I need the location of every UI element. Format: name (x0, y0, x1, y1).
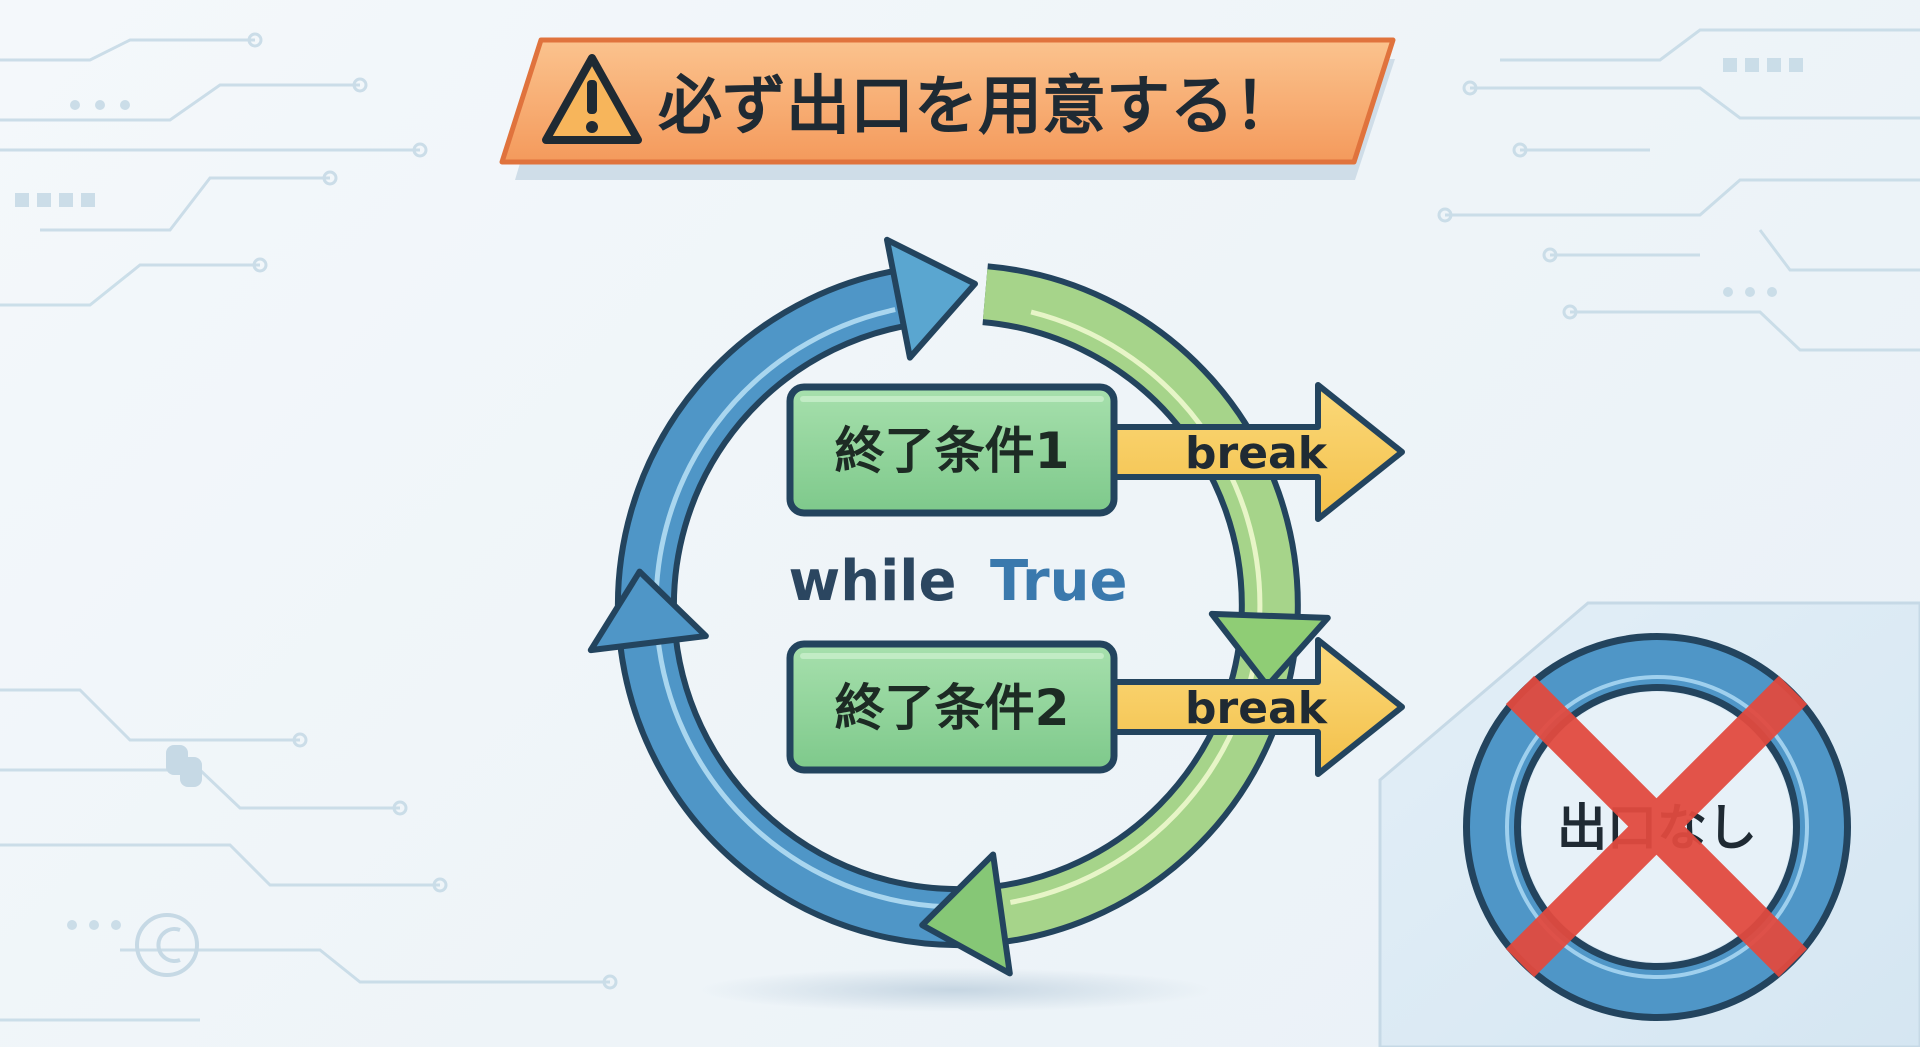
break-label: break (1185, 683, 1329, 734)
while-keyword: while (789, 549, 957, 614)
while-value: True (990, 549, 1128, 614)
loop-shadow (700, 968, 1210, 1012)
exit-condition-1: break 終了条件1 (786, 382, 1405, 522)
coin-symbol-icon (135, 913, 199, 977)
python-logo-icon (166, 745, 202, 787)
break-label: break (1185, 428, 1329, 479)
loop-arrow-head-left (587, 568, 709, 654)
loop-arrow-head-bottom (919, 851, 1013, 977)
warning-banner-background (499, 37, 1396, 165)
while-loop-cycle (587, 236, 1331, 977)
condition-box (786, 383, 1118, 517)
condition-box (786, 640, 1118, 774)
no-exit-panel: 出口なし (1378, 601, 1920, 1047)
red-x-cross-icon (1505, 675, 1808, 978)
circuit-background (0, 28, 1920, 1022)
warning-triangle-icon (542, 54, 642, 144)
while-true-label: while True (789, 549, 1128, 614)
break-arrow (1107, 382, 1405, 522)
warning-banner: 必ず出口を用意する！ (499, 37, 1396, 180)
break-arrow (1107, 637, 1405, 777)
loop-arrow-head-top (884, 236, 978, 361)
condition-label: 終了条件2 (835, 679, 1070, 737)
exit-condition-2: break 終了条件2 (786, 637, 1405, 777)
loop-arrow-head-right (1208, 610, 1331, 689)
warning-banner-text: 必ず出口を用意する！ (658, 70, 1298, 144)
condition-label: 終了条件1 (835, 422, 1070, 480)
